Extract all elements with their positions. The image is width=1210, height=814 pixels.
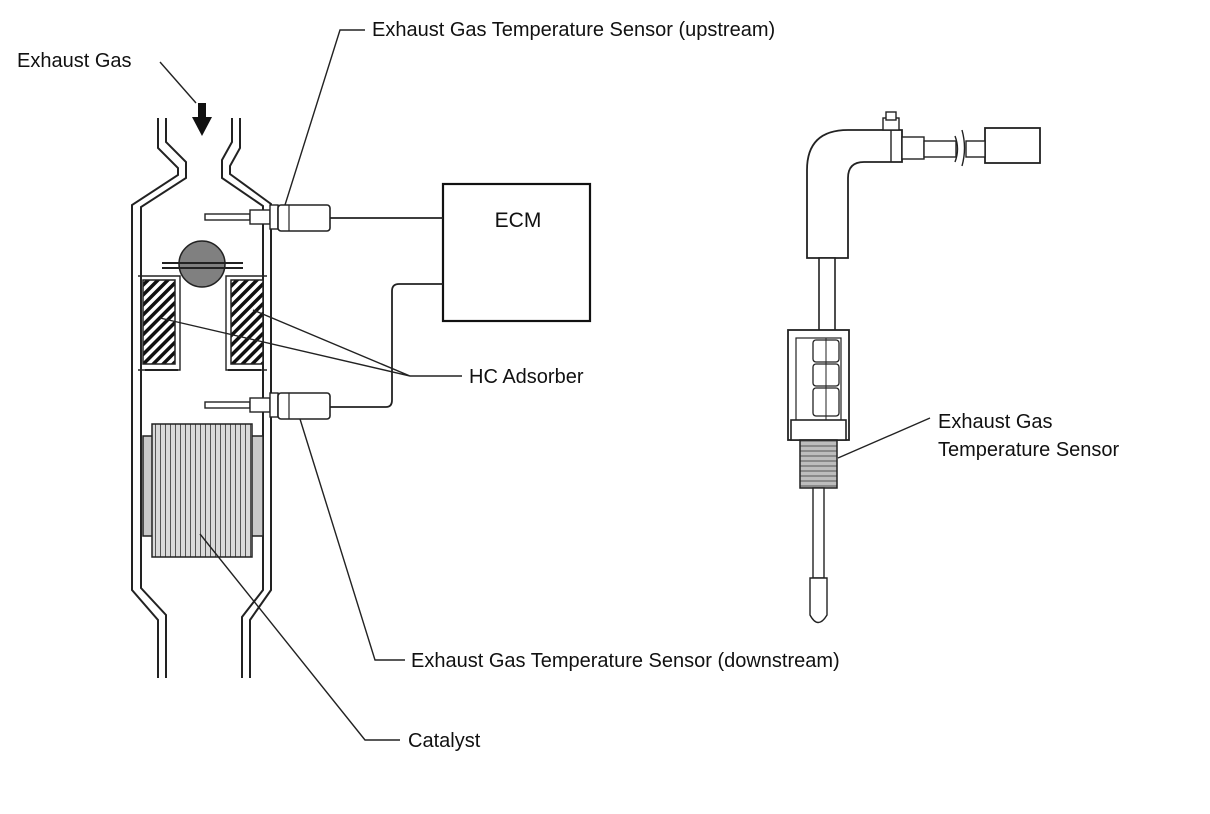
catalyst-monolith: [142, 423, 264, 558]
hc-adsorber-label: HC Adsorber: [469, 366, 584, 388]
sensor-detail-label-line2: Temperature Sensor: [938, 439, 1120, 461]
downstream-sensor: [204, 392, 331, 420]
leader-exhaust-gas: [159, 61, 197, 104]
leader-sensor-downstream: [299, 418, 405, 661]
flow-arrow-icon: [192, 103, 212, 136]
upstream-sensor: [204, 204, 331, 232]
leader-catalyst: [199, 533, 400, 741]
downstream-sensor-wire: [330, 283, 443, 408]
hc-adsorber-block-right: [225, 275, 267, 371]
leader-sensor-detail: [837, 417, 931, 459]
sensor-detail-drawing: [787, 111, 1041, 624]
bypass-valve: [162, 240, 243, 288]
sensor-upstream-label: Exhaust Gas Temperature Sensor (upstream…: [372, 19, 775, 41]
exhaust-gas-label: Exhaust Gas: [17, 50, 132, 72]
sensor-downstream-label: Exhaust Gas Temperature Sensor (downstre…: [411, 650, 840, 672]
leader-hc-adsorber: [159, 309, 462, 377]
catalyst-label: Catalyst: [408, 730, 481, 752]
ecm-box: ECM: [441, 182, 592, 323]
hc-adsorber-block-left: [138, 275, 181, 371]
leader-sensor-upstream: [284, 29, 365, 206]
exhaust-pipe: [131, 118, 272, 678]
ecm-label: ECM: [495, 209, 542, 232]
sensor-detail-label-line1: Exhaust Gas: [938, 411, 1053, 433]
